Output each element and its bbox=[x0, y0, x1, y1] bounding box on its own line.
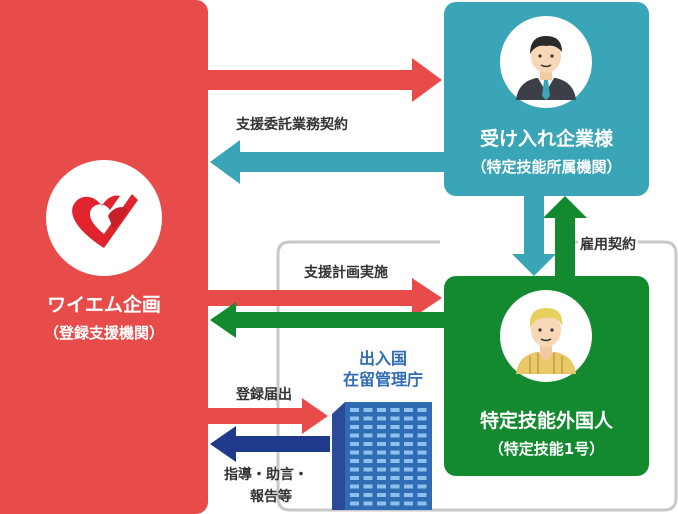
immigration-label: 出入国 在留管理庁 bbox=[318, 348, 448, 390]
support-plan-label: 支援計画実施 bbox=[304, 265, 388, 281]
agency-name: ワイエム企画 bbox=[47, 294, 161, 316]
company-role: （特定技能所属機関） bbox=[471, 158, 622, 176]
arrow-worker-to-company bbox=[543, 196, 587, 276]
arrow-company-to-agency bbox=[210, 140, 444, 184]
heart-check-logo bbox=[72, 194, 138, 248]
arrow-worker-to-agency bbox=[210, 302, 444, 338]
company-avatar-circle bbox=[500, 16, 592, 108]
worker-box: 特定技能外国人 （特定技能1号） bbox=[444, 276, 649, 476]
arrow-agency-to-immigration bbox=[208, 398, 328, 434]
agency-box: ワイエム企画 （登録支援機関） bbox=[0, 0, 208, 514]
company-name: 受け入れ企業様 bbox=[479, 128, 613, 150]
arrow-agency-to-worker bbox=[208, 278, 442, 318]
arrow-immigration-to-agency bbox=[210, 426, 330, 462]
immigration-line1: 出入国 bbox=[358, 349, 407, 368]
worker-name: 特定技能外国人 bbox=[479, 410, 613, 432]
company-box: 受け入れ企業様 （特定技能所属機関） bbox=[444, 2, 649, 196]
foreign-worker-avatar-icon bbox=[516, 308, 576, 374]
guidance-label-line1: 指導・助言・ bbox=[224, 467, 308, 483]
arrow-agency-to-company bbox=[208, 58, 442, 102]
guidance-label-line2: 報告等 bbox=[250, 489, 292, 505]
office-building-icon bbox=[332, 402, 432, 510]
registration-label: 登録届出 bbox=[236, 387, 292, 403]
worker-role: （特定技能1号） bbox=[488, 440, 605, 458]
agency-role: （登録支援機関） bbox=[43, 324, 164, 342]
arrow-company-to-worker bbox=[512, 196, 556, 276]
immigration-line2: 在留管理庁 bbox=[342, 370, 423, 389]
employment-frame bbox=[276, 240, 678, 512]
worker-avatar-circle bbox=[500, 290, 592, 382]
employment-contract-label: 雇用契約 bbox=[578, 234, 638, 254]
agency-logo-circle bbox=[46, 160, 162, 276]
businessman-avatar-icon bbox=[516, 36, 576, 100]
support-contract-label: 支援委託業務契約 bbox=[236, 117, 348, 133]
